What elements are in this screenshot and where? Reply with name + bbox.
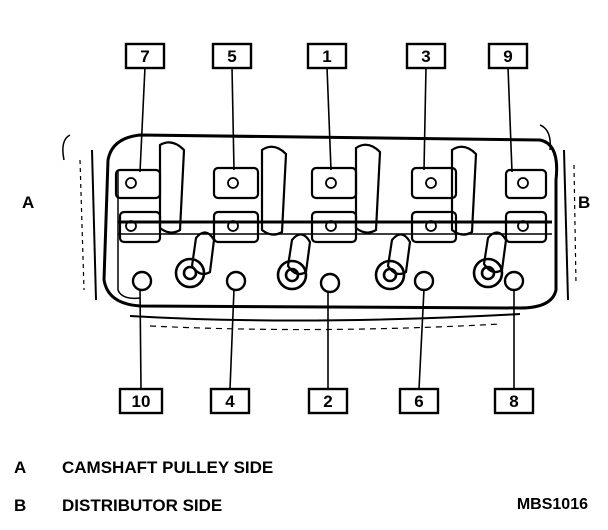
callout-6: 6 xyxy=(398,387,440,415)
callout-label: 3 xyxy=(421,47,430,66)
callout-5: 5 xyxy=(211,42,253,70)
callout-7: 7 xyxy=(124,42,166,70)
callout-label: 7 xyxy=(140,47,149,66)
callout-label: 10 xyxy=(132,392,151,411)
callout-label: 4 xyxy=(225,392,235,411)
leader-lines xyxy=(139,66,515,390)
callout-label: 6 xyxy=(414,392,423,411)
side-label-b: B xyxy=(578,193,590,212)
callout-10: 10 xyxy=(118,387,164,415)
legend-text: DISTRIBUTOR SIDE xyxy=(62,496,223,515)
callout-label: 8 xyxy=(509,392,518,411)
bottom-callouts: 10 4 2 6 8 xyxy=(118,387,535,415)
side-label-a: A xyxy=(22,193,34,212)
callout-1: 1 xyxy=(306,42,348,70)
cylinder-head xyxy=(62,124,577,331)
top-callouts: 7 5 1 3 9 xyxy=(124,42,529,70)
legend-key: B xyxy=(14,496,27,515)
callout-4: 4 xyxy=(209,387,251,415)
legend-text: CAMSHAFT PULLEY SIDE xyxy=(62,458,274,477)
callout-label: 5 xyxy=(227,47,236,66)
callout-label: 9 xyxy=(503,47,512,66)
callout-label: 2 xyxy=(323,392,332,411)
callout-9: 9 xyxy=(487,42,529,70)
figure-code: MBS1016 xyxy=(516,496,588,513)
callout-3: 3 xyxy=(405,42,447,70)
callout-2: 2 xyxy=(307,387,349,415)
callout-label: 1 xyxy=(322,47,331,66)
legend-key: A xyxy=(14,458,27,477)
callout-8: 8 xyxy=(493,387,535,415)
